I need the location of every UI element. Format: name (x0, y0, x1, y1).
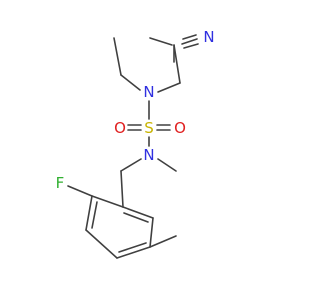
bond-nbottom-benzyl (120, 158, 142, 172)
bond-nitrile-triple-c (183, 43, 199, 49)
bond-nbottom-methyl (157, 158, 177, 172)
ring-bond-4-inner (118, 242, 147, 253)
bond-ring-f (67, 185, 93, 197)
ring-bond-6 (122, 206, 154, 219)
oxygen-right-label: O (174, 119, 186, 137)
bond-nitrile-triple-a (182, 34, 197, 40)
nitrogen-top-label: N (143, 83, 154, 101)
nitrile-nitrogen-label: N (203, 28, 214, 46)
ring-bond-2-inner (91, 201, 98, 229)
bond-ntop-ethyl (120, 74, 141, 91)
ring-bond-6-inner (123, 212, 149, 223)
ring-bond-4 (116, 246, 151, 259)
oxygen-left-label: O (114, 119, 126, 137)
bond-cyano-ch (149, 37, 173, 46)
ring-bond-3 (85, 229, 118, 259)
sulfur-label: S (144, 119, 154, 137)
ring-bond-1 (91, 195, 124, 208)
molecule-svg: N N S O O N F (56, 28, 215, 259)
bond-ethyl-ch3 (113, 37, 122, 76)
fluorine-label: F (56, 174, 65, 192)
nitrogen-bottom-label: N (143, 146, 154, 164)
bond-ch-ch2 (173, 44, 181, 84)
bond-nitrile-triple-b (181, 38, 198, 45)
molecule-structure-diagram: N N S O O N F (56, 28, 215, 259)
bonds (67, 34, 199, 259)
ring-bond-2 (85, 195, 93, 231)
bond-benzyl-ring (120, 170, 124, 208)
bond-ring-methyl (149, 235, 177, 248)
bond-ch2-ntop (157, 82, 181, 93)
atom-labels: N N S O O N F (56, 28, 215, 192)
ring-bond-5 (149, 217, 154, 248)
